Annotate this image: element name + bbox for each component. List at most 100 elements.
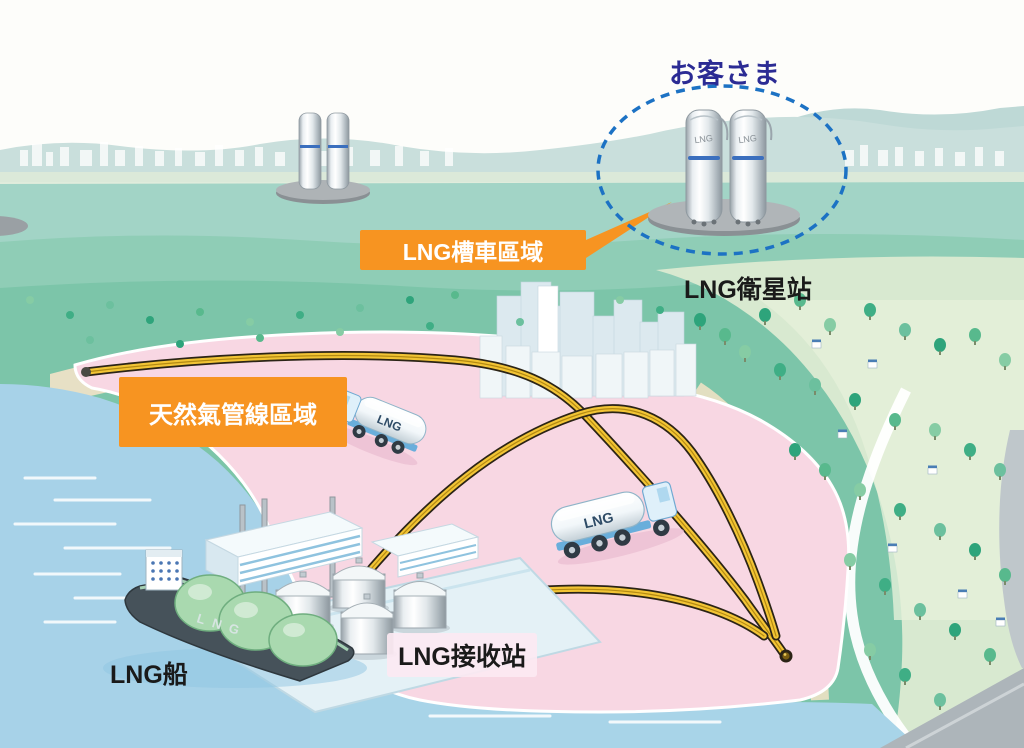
tree xyxy=(969,328,981,342)
tree xyxy=(934,338,946,352)
tree xyxy=(794,293,806,307)
tree-trunk xyxy=(904,336,906,340)
ship-superstructure xyxy=(145,549,183,591)
house xyxy=(927,467,938,475)
house-roof xyxy=(838,429,847,432)
tree-trunk xyxy=(829,331,831,335)
satellite-tank: LNG xyxy=(729,109,773,227)
house-roof xyxy=(888,543,897,546)
tree xyxy=(994,463,1006,477)
customer-label: お客さま xyxy=(669,59,781,89)
pipeline-terminal-to-city xyxy=(355,404,781,641)
tree xyxy=(819,463,831,477)
tree-trunk xyxy=(974,556,976,560)
white-road xyxy=(844,387,917,748)
tree xyxy=(929,423,941,437)
tree xyxy=(256,334,264,342)
tree-trunk xyxy=(939,351,941,355)
tree xyxy=(789,443,801,457)
tree-trunk xyxy=(794,456,796,460)
skyline-building xyxy=(20,150,28,166)
tree xyxy=(426,322,434,330)
skyline-building xyxy=(955,152,965,166)
tree xyxy=(451,291,459,299)
tree-trunk xyxy=(699,326,701,330)
skyline-building xyxy=(175,148,182,166)
receiving-terminal-label: LNG接收站 xyxy=(398,643,526,671)
tree xyxy=(844,553,856,567)
houses xyxy=(811,339,1006,627)
skyline-building xyxy=(115,150,125,166)
satellite-station-label: LNG衛星站 xyxy=(684,276,812,304)
skyline-building xyxy=(860,145,868,166)
tree xyxy=(246,318,254,326)
satellite-tank-marking: LNG xyxy=(694,133,714,145)
ship-gas-domes xyxy=(174,574,338,667)
tree xyxy=(889,413,901,427)
tree-trunk xyxy=(919,616,921,620)
tree xyxy=(934,523,946,537)
skyline-building xyxy=(995,151,1004,166)
tree xyxy=(864,303,876,317)
tree-trunk xyxy=(989,661,991,665)
skyline-building xyxy=(935,148,943,166)
house-roof xyxy=(928,465,937,468)
skyline-building xyxy=(195,152,205,166)
skyline-building xyxy=(80,150,92,166)
tree xyxy=(196,308,204,316)
satellite-station-left xyxy=(276,112,370,204)
tree-trunk xyxy=(724,341,726,345)
skyline-building xyxy=(235,150,244,166)
tree-trunk xyxy=(954,636,956,640)
tree-trunk xyxy=(939,706,941,710)
tree-trunk xyxy=(939,536,941,540)
tree xyxy=(106,301,114,309)
tree-trunk xyxy=(869,316,871,320)
city-building xyxy=(649,349,675,397)
customer-dashed-circle xyxy=(596,84,848,256)
skyline-building xyxy=(975,147,983,166)
tree-trunk xyxy=(764,321,766,325)
tanker-truck-2: LNG xyxy=(550,481,684,565)
tree-trunk xyxy=(779,376,781,380)
pipeline-shore-to-southeast xyxy=(81,351,789,659)
skyline-building xyxy=(275,152,285,166)
tree xyxy=(899,323,911,337)
skyline-building xyxy=(60,147,69,166)
house xyxy=(957,591,968,599)
water-waves xyxy=(13,476,722,724)
tree xyxy=(854,483,866,497)
skyline-building xyxy=(395,146,403,166)
tree xyxy=(86,336,94,344)
tree xyxy=(616,296,624,304)
tree-trunk xyxy=(849,566,851,570)
house-roof xyxy=(812,339,821,342)
house xyxy=(811,341,822,349)
city-building xyxy=(675,343,697,397)
satellite-station-right: LNG LNG xyxy=(648,109,800,236)
house-roof xyxy=(868,359,877,362)
skyline-building xyxy=(915,151,924,166)
tree xyxy=(894,503,906,517)
water-bottom-strip xyxy=(310,682,920,748)
tree-trunk xyxy=(869,656,871,660)
gray-corner-road xyxy=(880,668,1024,748)
tree xyxy=(949,623,961,637)
tree xyxy=(176,340,184,348)
house xyxy=(995,619,1006,627)
tree-trunk xyxy=(904,681,906,685)
city-buildings xyxy=(479,281,697,399)
tree xyxy=(824,318,836,332)
house xyxy=(837,431,848,439)
tree-trunk xyxy=(824,476,826,480)
skyline-building xyxy=(46,152,53,166)
tree xyxy=(914,603,926,617)
tree xyxy=(516,318,524,326)
tree-trunk xyxy=(799,306,801,310)
tree xyxy=(934,693,946,707)
skyline-building xyxy=(445,148,453,166)
truck-tank-marking: LNG xyxy=(582,510,615,533)
tree xyxy=(406,296,414,304)
tree xyxy=(774,363,786,377)
